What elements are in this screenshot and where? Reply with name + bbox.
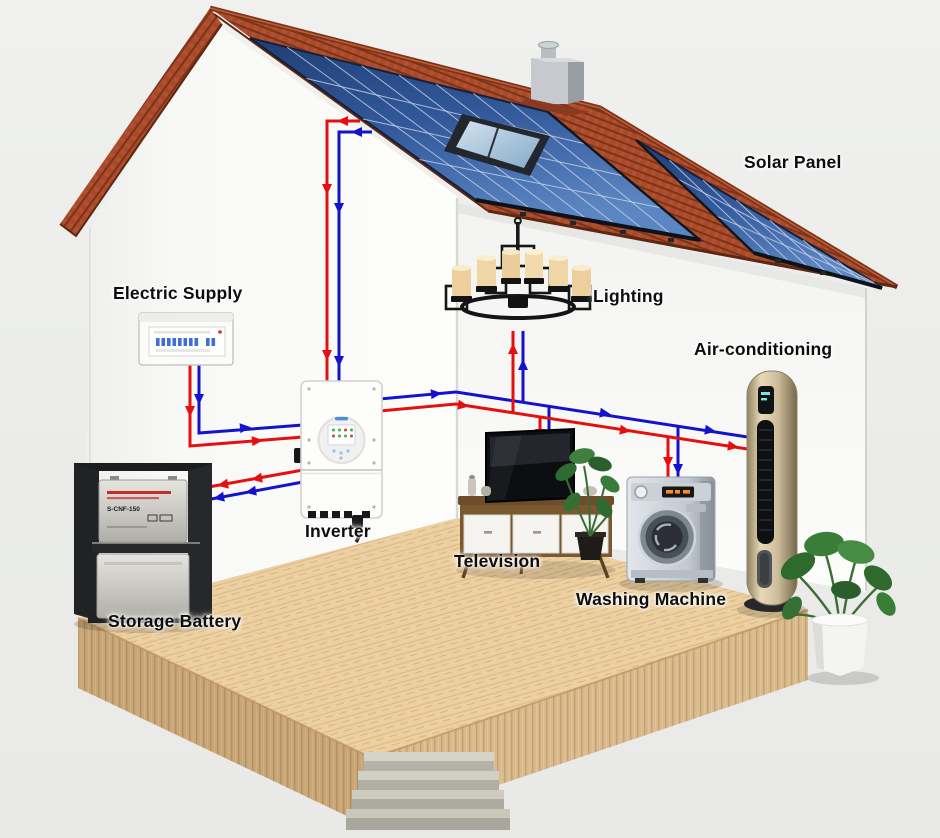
chandelier [444,217,592,320]
roof [59,5,899,290]
television-area [456,427,620,579]
chimney [520,41,590,116]
ac-vent [757,420,774,544]
label-storage-battery: Storage Battery [108,611,242,631]
label-inverter: Inverter [305,521,371,541]
wire-main-right-n [379,390,755,440]
label-television: Television [454,551,541,571]
wire-solar-to-inverter-l [325,119,360,384]
steps [346,752,510,830]
air-conditioner-tower [737,370,807,618]
battery-bottom-unit [96,553,190,619]
tv-screen [485,427,575,504]
label-washing-machine: Washing Machine [576,589,727,609]
floor-side-left [78,618,372,828]
label-electric-supply: Electric Supply [113,283,243,303]
inverter-unit [294,380,383,544]
battery-model-text: S-CNF-150 [107,506,140,513]
battery-top-unit: S-CNF-150 [98,476,188,543]
storage-battery-rack: S-CNF-150 [74,463,218,633]
roof-verge-left [60,8,222,236]
wire-supply-to-inverter-l [188,362,304,448]
skylight-window [444,114,550,176]
inverter-connectors [308,511,370,528]
wire-supply-to-inverter-n [197,362,304,435]
label-solar-panel: Solar Panel [744,152,842,172]
wire-main-right-l [379,402,755,452]
washing-machine [619,476,723,592]
panel-mounting-brackets [520,212,826,275]
floor-plant [780,531,896,685]
label-air-conditioning: Air-conditioning [694,339,833,359]
label-lighting: Lighting [593,286,664,306]
tv-plant [555,448,620,560]
breaker-switches [156,338,216,346]
electric-supply-box [138,312,234,366]
floor-top [78,518,808,758]
lamp-shades [451,249,592,302]
solar-panel-array-right [635,139,883,290]
